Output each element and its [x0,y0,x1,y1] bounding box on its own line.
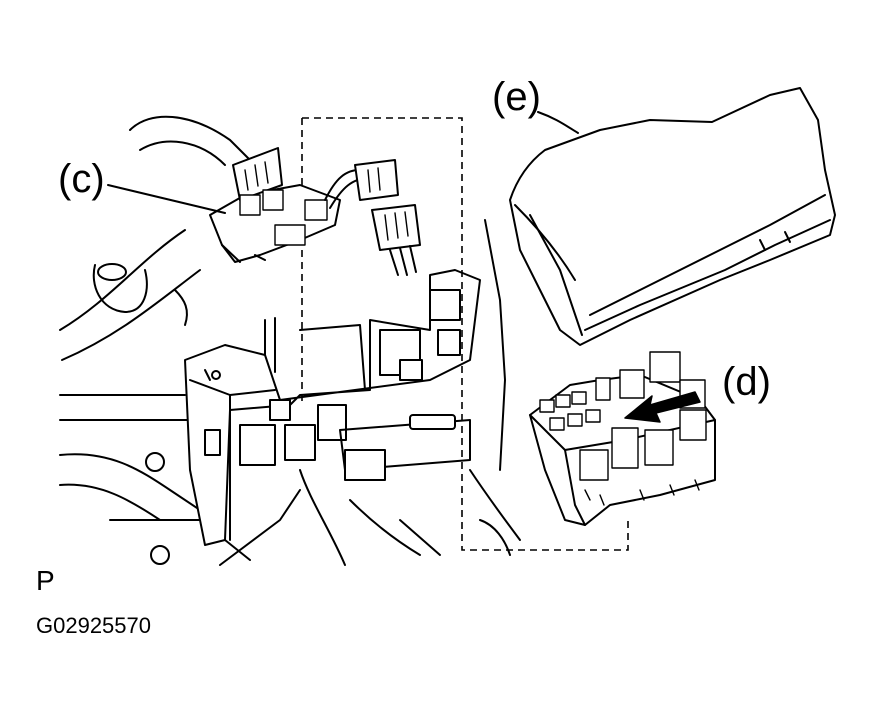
leader-line-e [537,111,579,134]
relay-block-d [529,351,716,526]
leader-line-c [107,184,226,214]
engine-bay-background [59,115,521,566]
dashed-callout-outline [301,117,629,551]
figure-code: G02925570 [36,613,151,638]
callout-label-c: (c) [58,157,105,201]
connector-c [209,147,341,263]
wire-harness [324,159,421,276]
relay-box-cover-e [509,87,836,346]
callout-label-e: (e) [492,75,541,119]
fuse-box-body [184,269,481,546]
callout-label-d: (d) [722,360,771,404]
corner-letter: P [36,565,55,596]
arrow-indicator [624,391,701,423]
